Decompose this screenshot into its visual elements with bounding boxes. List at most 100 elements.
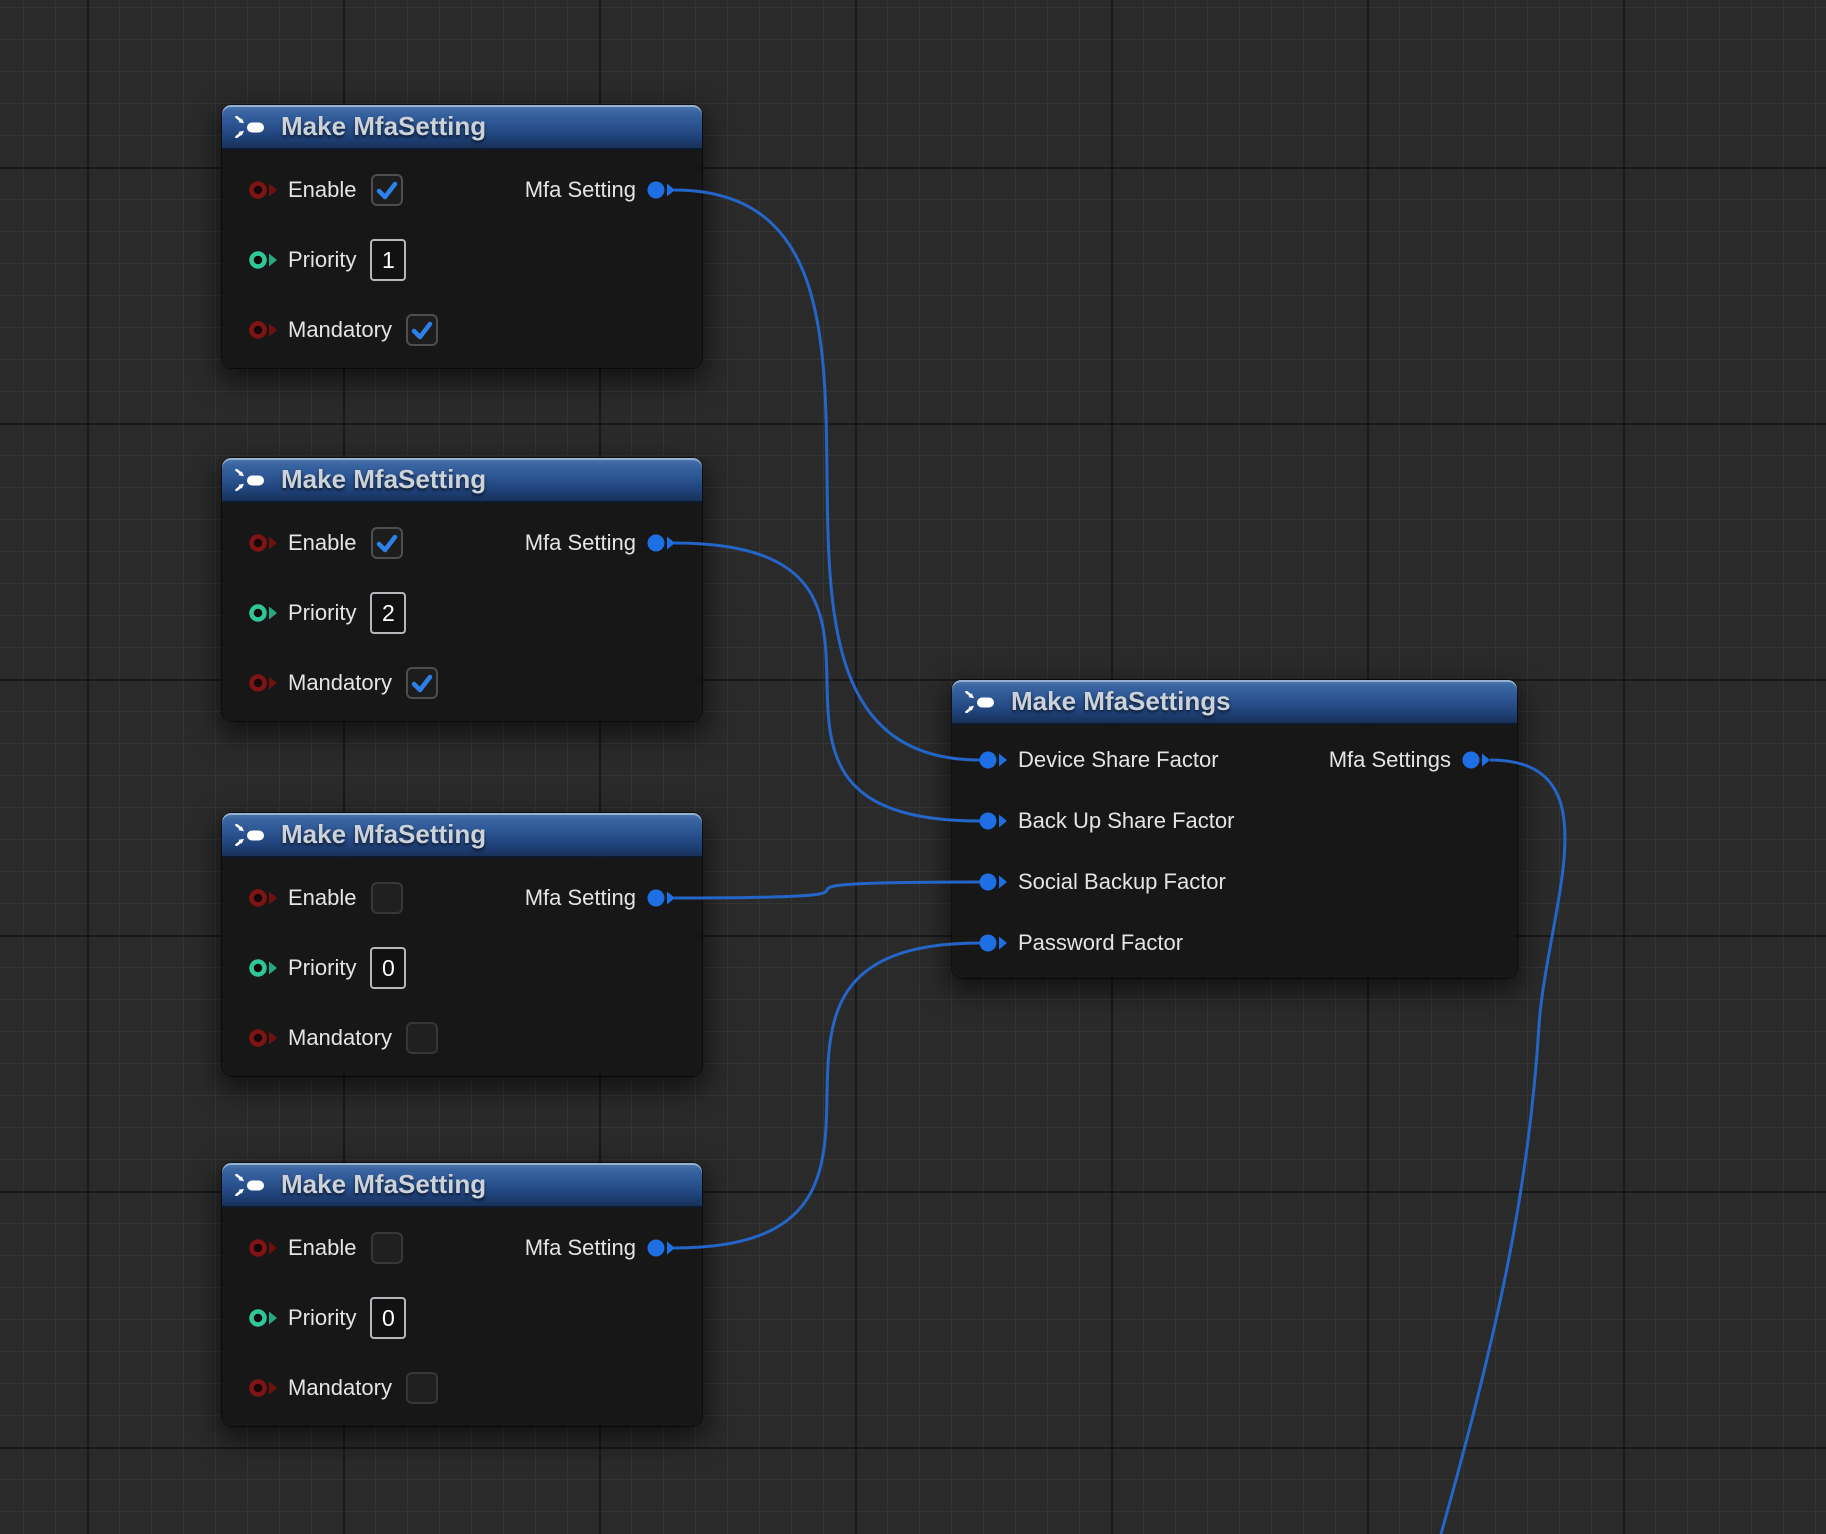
checkmark-icon bbox=[376, 181, 397, 200]
checkmark-icon bbox=[376, 534, 397, 553]
input-row: Enable bbox=[222, 168, 403, 212]
node-body: Enable Priority 0 Mandatory Mfa Setting bbox=[222, 1208, 702, 1426]
node-title: Make MfaSetting bbox=[281, 1169, 487, 1199]
pin-label: Enable bbox=[288, 177, 357, 202]
node-make-mfasetting-2[interactable]: Make MfaSetting Enable Priority 2 Mandat… bbox=[222, 458, 702, 721]
pin-label: Enable bbox=[288, 885, 357, 910]
priority-input[interactable]: 0 bbox=[370, 1297, 407, 1339]
mfa-setting-output-pin[interactable] bbox=[646, 179, 676, 201]
pin-label: Mfa Setting bbox=[524, 885, 636, 910]
output-row: Mfa Setting bbox=[525, 876, 702, 920]
pin-label: Mfa Setting bbox=[524, 177, 636, 202]
pin-label: Mfa Setting bbox=[524, 1235, 636, 1260]
checkmark-icon bbox=[411, 321, 433, 340]
mandatory-checkbox[interactable] bbox=[405, 1022, 438, 1054]
pin-label: Priority bbox=[288, 1305, 357, 1330]
node-body: Device Share Factor Back Up Share Factor… bbox=[952, 725, 1517, 978]
wire[interactable] bbox=[673, 941, 981, 1250]
node-title: Make MfaSetting bbox=[281, 819, 487, 849]
node-title: Make MfaSetting bbox=[281, 111, 487, 141]
output-row: Mfa Settings bbox=[1329, 738, 1517, 782]
priority-input[interactable]: 0 bbox=[370, 947, 407, 989]
pin-label: Mandatory bbox=[288, 317, 392, 342]
input-row: Priority 1 bbox=[222, 238, 407, 282]
pin-label: Enable bbox=[288, 1235, 357, 1260]
input-row: Priority 0 bbox=[222, 1296, 407, 1340]
input-row: Social Backup Factor bbox=[952, 860, 1226, 904]
password-factor-input-pin[interactable] bbox=[978, 932, 1008, 954]
enable-input-pin[interactable] bbox=[248, 179, 278, 201]
enable-input-pin[interactable] bbox=[248, 1237, 278, 1259]
back-up-share-factor-input-pin[interactable] bbox=[978, 810, 1008, 832]
make-struct-icon bbox=[235, 468, 264, 491]
wire[interactable] bbox=[673, 880, 981, 900]
node-make-mfasetting-4[interactable]: Make MfaSetting Enable Priority 0 Mandat… bbox=[222, 1163, 702, 1426]
pin-label: Password Factor bbox=[1018, 930, 1184, 955]
mandatory-checkbox[interactable] bbox=[405, 314, 438, 346]
pin-label: Mfa Settings bbox=[1328, 747, 1451, 772]
mfa-setting-output-pin[interactable] bbox=[646, 1237, 676, 1259]
make-struct-icon bbox=[235, 823, 264, 846]
input-row: Mandatory bbox=[222, 661, 438, 705]
node-make-mfasettings-5[interactable]: Make MfaSettings Device Share Factor Bac… bbox=[952, 680, 1517, 978]
mfa-setting-output-pin[interactable] bbox=[646, 532, 676, 554]
node-make-mfasetting-3[interactable]: Make MfaSetting Enable Priority 0 Mandat… bbox=[222, 813, 702, 1076]
input-row: Priority 2 bbox=[222, 591, 407, 635]
output-row: Mfa Setting bbox=[525, 168, 702, 212]
enable-checkbox[interactable] bbox=[370, 1232, 403, 1264]
mandatory-input-pin[interactable] bbox=[248, 1377, 278, 1399]
node-body: Enable Priority 1 Mandatory Mfa Setting bbox=[222, 150, 702, 368]
input-row: Mandatory bbox=[222, 1016, 438, 1060]
wire[interactable] bbox=[1439, 758, 1567, 1534]
mandatory-input-pin[interactable] bbox=[248, 672, 278, 694]
mandatory-checkbox[interactable] bbox=[405, 667, 438, 699]
priority-input-pin[interactable] bbox=[248, 249, 278, 271]
pin-label: Priority bbox=[288, 955, 357, 980]
input-row: Priority 0 bbox=[222, 946, 407, 990]
output-row: Mfa Setting bbox=[525, 521, 702, 565]
pin-label: Social Backup Factor bbox=[1018, 869, 1226, 894]
mandatory-input-pin[interactable] bbox=[248, 319, 278, 341]
mandatory-input-pin[interactable] bbox=[248, 1027, 278, 1049]
priority-input-pin[interactable] bbox=[248, 957, 278, 979]
pin-label: Mandatory bbox=[288, 670, 392, 695]
wire[interactable] bbox=[673, 188, 981, 762]
pin-label: Mandatory bbox=[288, 1375, 392, 1400]
node-body: Enable Priority 0 Mandatory Mfa Setting bbox=[222, 858, 702, 1076]
make-struct-icon bbox=[235, 1173, 264, 1196]
node-header[interactable]: Make MfaSetting bbox=[222, 1163, 702, 1208]
mfa-setting-output-pin[interactable] bbox=[646, 887, 676, 909]
input-row: Back Up Share Factor bbox=[952, 799, 1234, 843]
enable-input-pin[interactable] bbox=[248, 887, 278, 909]
priority-input-pin[interactable] bbox=[248, 1307, 278, 1329]
pin-label: Priority bbox=[288, 600, 357, 625]
input-row: Device Share Factor bbox=[952, 738, 1219, 782]
node-make-mfasetting-1[interactable]: Make MfaSetting Enable Priority 1 Mandat… bbox=[222, 105, 702, 368]
node-header[interactable]: Make MfaSetting bbox=[222, 458, 702, 503]
social-backup-factor-input-pin[interactable] bbox=[978, 871, 1008, 893]
pin-label: Back Up Share Factor bbox=[1018, 808, 1235, 833]
mfa-settings-output-pin[interactable] bbox=[1461, 749, 1491, 771]
enable-input-pin[interactable] bbox=[248, 532, 278, 554]
make-struct-icon bbox=[965, 690, 994, 713]
input-row: Enable bbox=[222, 1226, 403, 1270]
input-row: Enable bbox=[222, 876, 403, 920]
input-row: Mandatory bbox=[222, 1366, 438, 1410]
enable-checkbox[interactable] bbox=[370, 174, 403, 206]
priority-input[interactable]: 2 bbox=[370, 592, 407, 634]
pin-label: Mfa Setting bbox=[524, 530, 636, 555]
node-header[interactable]: Make MfaSetting bbox=[222, 105, 702, 150]
enable-checkbox[interactable] bbox=[370, 882, 403, 914]
priority-input-pin[interactable] bbox=[248, 602, 278, 624]
device-share-factor-input-pin[interactable] bbox=[978, 749, 1008, 771]
node-title: Make MfaSettings bbox=[1011, 686, 1231, 716]
priority-input[interactable]: 1 bbox=[370, 239, 407, 281]
wire[interactable] bbox=[673, 541, 981, 823]
node-header[interactable]: Make MfaSettings bbox=[952, 680, 1517, 725]
enable-checkbox[interactable] bbox=[370, 527, 403, 559]
node-header[interactable]: Make MfaSetting bbox=[222, 813, 702, 858]
input-row: Password Factor bbox=[952, 921, 1183, 965]
mandatory-checkbox[interactable] bbox=[405, 1372, 438, 1404]
